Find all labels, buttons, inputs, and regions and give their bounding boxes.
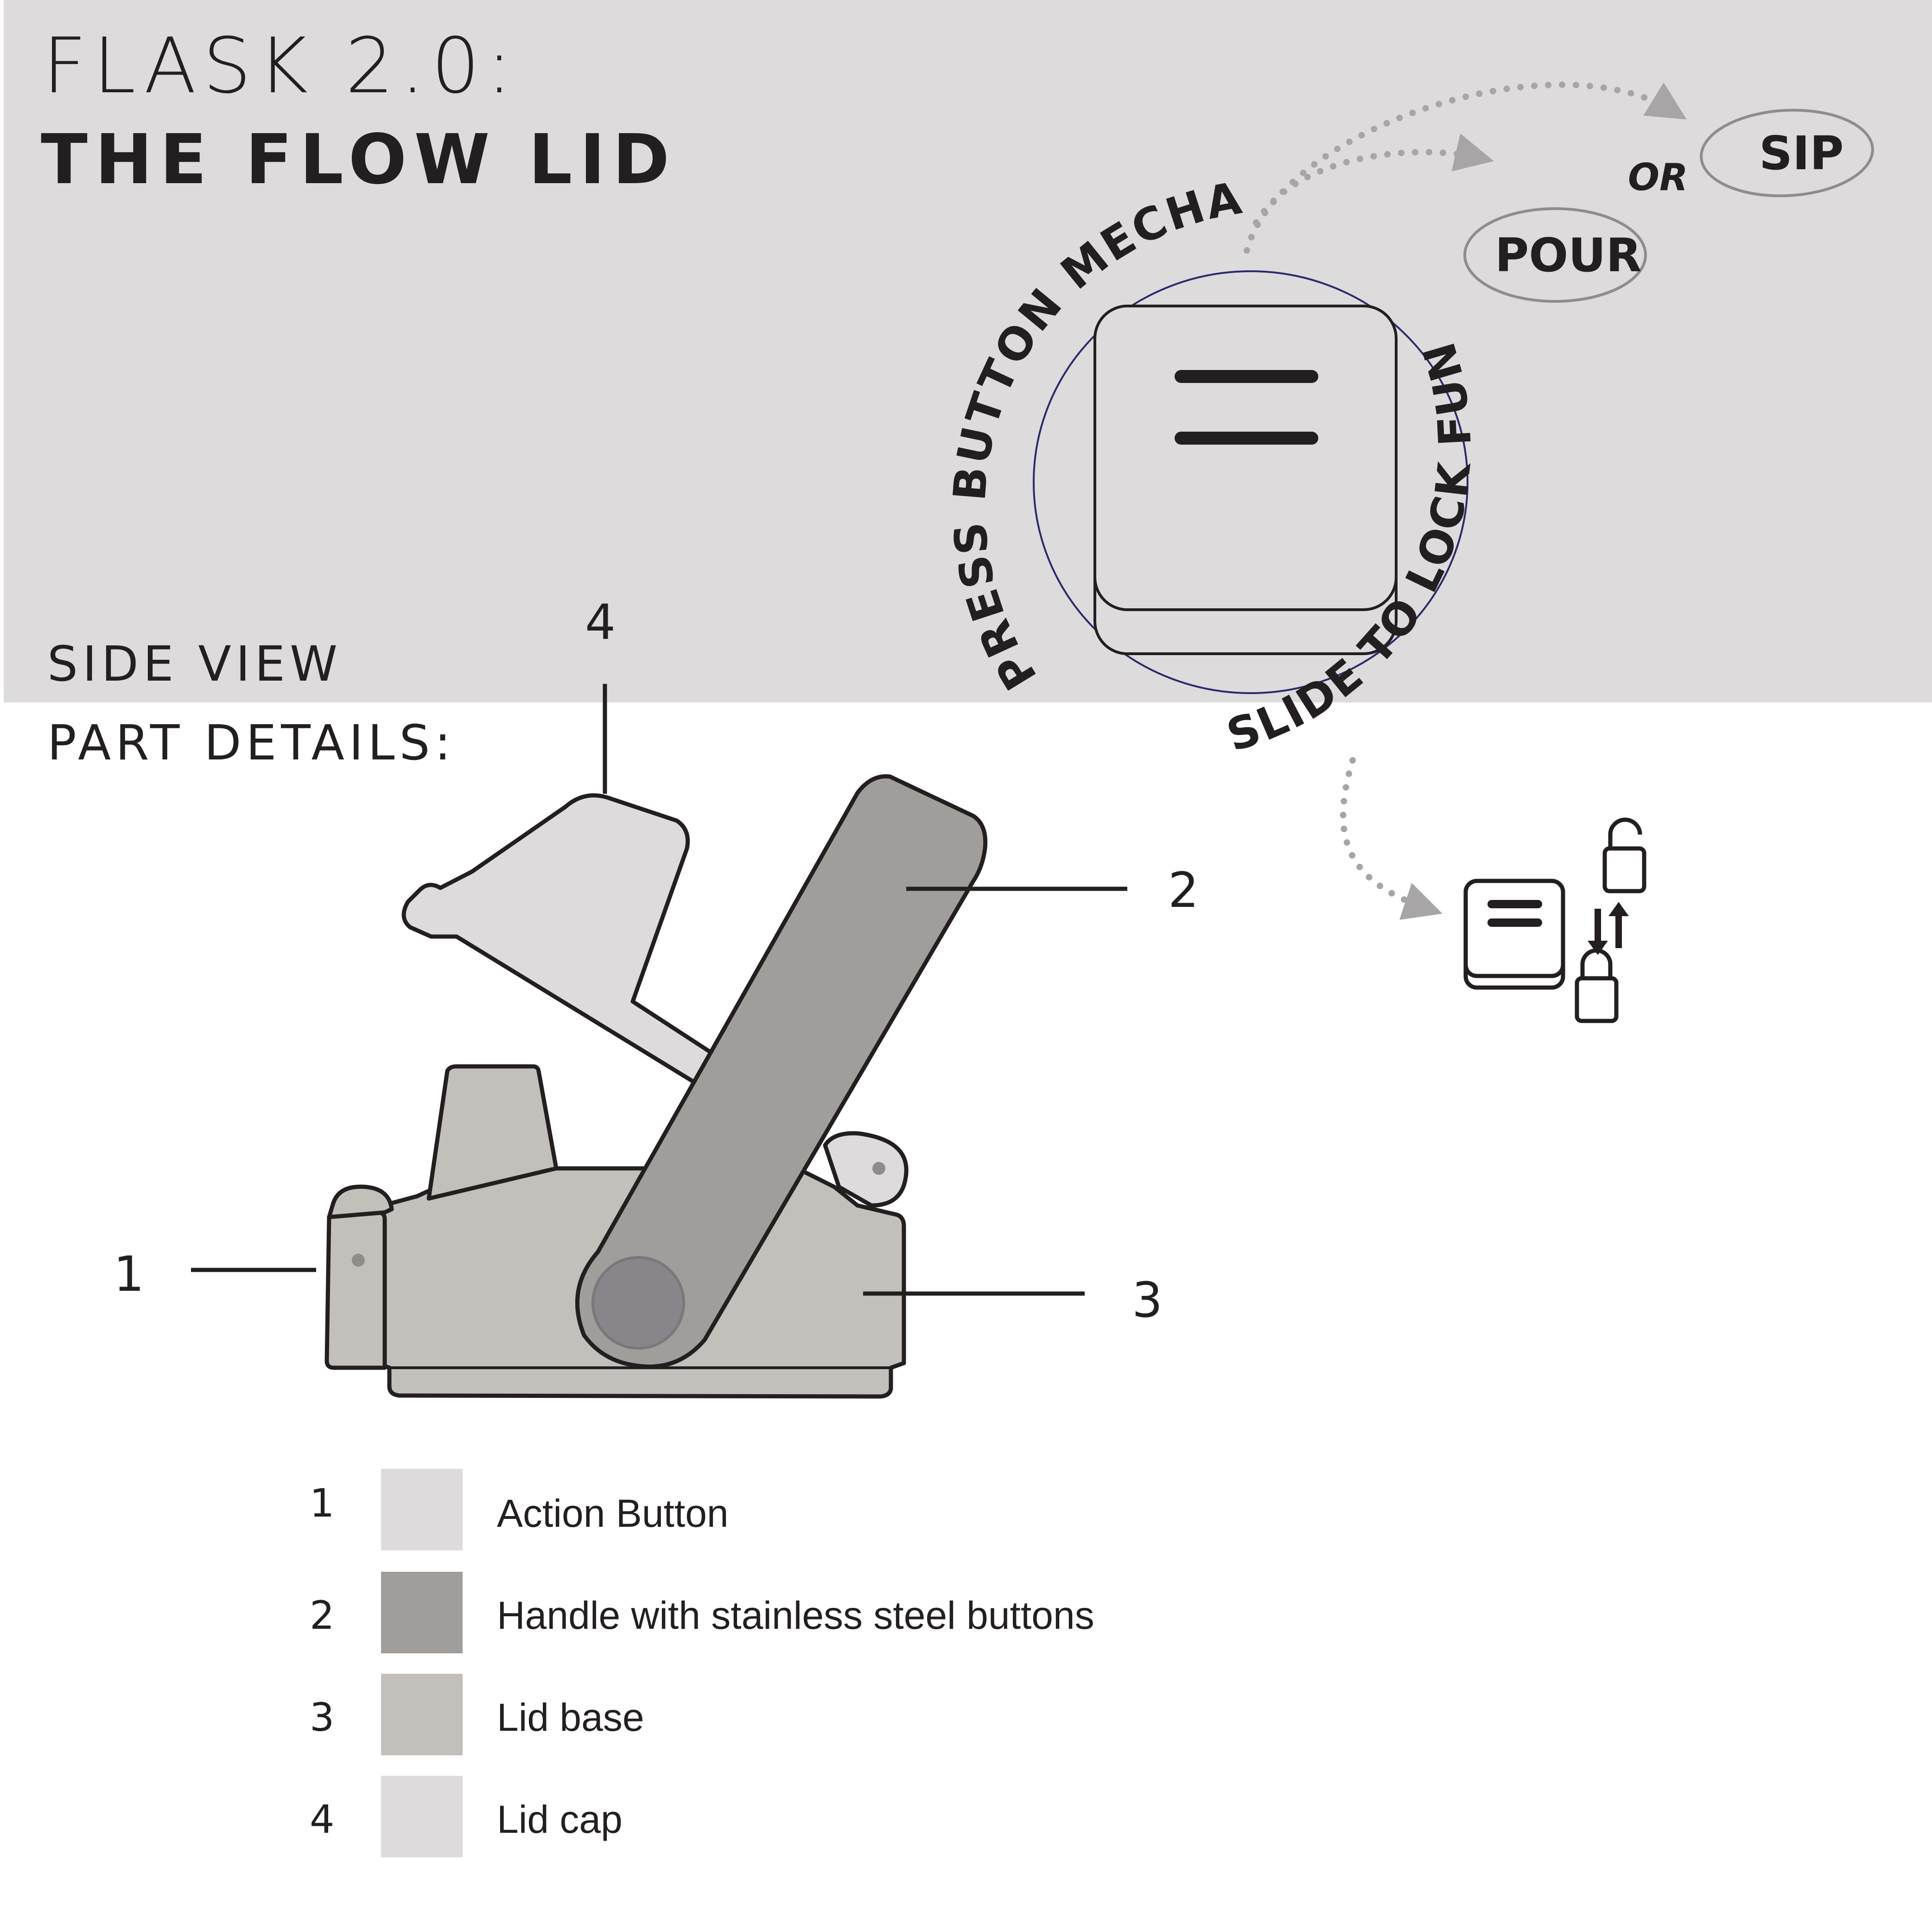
legend-swatch-action-button bbox=[381, 1469, 463, 1550]
part-details-label: PART DETAILS: bbox=[47, 714, 456, 771]
lock-open-icon bbox=[1602, 817, 1646, 893]
legend-num: 1 bbox=[310, 1480, 335, 1526]
legend-label: Lid cap bbox=[497, 1798, 623, 1841]
leader-lines bbox=[191, 684, 1127, 1296]
lid-illustration bbox=[324, 774, 988, 1399]
side-view-label: SIDE VIEW bbox=[47, 636, 342, 692]
legend-swatch-lid-cap bbox=[381, 1776, 463, 1857]
legend-label: Lid base bbox=[497, 1696, 644, 1739]
legend-num: 2 bbox=[310, 1593, 335, 1638]
callout-2: 2 bbox=[1168, 862, 1199, 918]
mechanism-circle bbox=[1033, 270, 1468, 694]
button-icon bbox=[1093, 305, 1398, 655]
sip-scribble bbox=[1700, 108, 1874, 198]
mini-button-icon bbox=[1463, 879, 1565, 990]
legend-label: Action Button bbox=[497, 1492, 729, 1535]
legend-num: 4 bbox=[310, 1797, 335, 1842]
title-line-2: THE FLOW LID bbox=[41, 120, 677, 199]
lid-cap bbox=[401, 793, 735, 1097]
title-line-1: FLASK 2.0: bbox=[43, 21, 519, 110]
legend-label: Handle with stainless steel buttons bbox=[497, 1594, 1094, 1637]
lock-closed-icon bbox=[1575, 948, 1619, 1023]
header-band bbox=[4, 0, 1932, 702]
callout-4: 4 bbox=[585, 594, 616, 650]
legend-swatch-lid-base bbox=[381, 1674, 463, 1755]
action-button bbox=[324, 1210, 387, 1370]
sip-label: SIP bbox=[1759, 126, 1844, 180]
legend-num: 3 bbox=[310, 1695, 335, 1740]
swap-arrows-icon bbox=[1588, 902, 1629, 955]
press-button-label: PRESS BUTTON MECHANISM bbox=[0, 0, 1247, 699]
side-knob bbox=[823, 1131, 909, 1208]
lid-base-top-lug bbox=[426, 1064, 559, 1201]
pour-label: POUR bbox=[1495, 228, 1642, 282]
callout-3: 3 bbox=[1132, 1272, 1163, 1328]
callout-1: 1 bbox=[114, 1246, 145, 1302]
pour-scribble bbox=[1463, 207, 1647, 303]
handle bbox=[575, 774, 988, 1369]
handle-steel-button bbox=[591, 1256, 685, 1350]
or-label: OR bbox=[1628, 156, 1688, 199]
legend-swatch-handle bbox=[381, 1572, 463, 1653]
dotted-arrows bbox=[1244, 81, 1687, 920]
